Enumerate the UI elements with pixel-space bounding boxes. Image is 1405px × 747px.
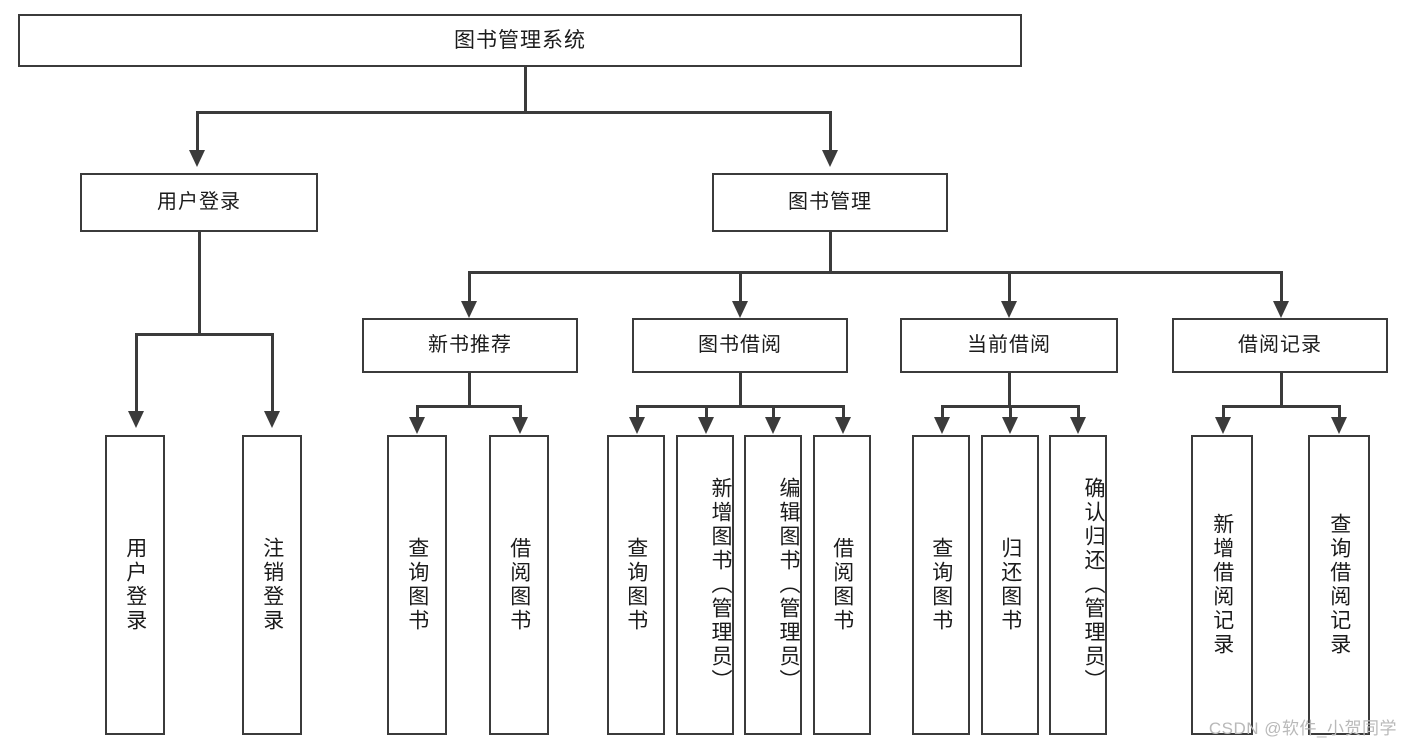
arrow-user-login-child-2 bbox=[264, 411, 280, 428]
node-leaf-logout-login[interactable]: 注销登录 bbox=[242, 435, 302, 735]
arrow-user-login-child-1 bbox=[128, 411, 144, 428]
connector-nbr-child-1 bbox=[416, 405, 419, 418]
connector-br-child-2 bbox=[1338, 405, 1341, 418]
connector-root-stem bbox=[524, 67, 527, 111]
node-leaf-return-book[interactable]: 归还图书 bbox=[981, 435, 1039, 735]
connector-user-login-bus bbox=[135, 333, 274, 336]
node-leaf-query-book-2[interactable]: 查询图书 bbox=[607, 435, 665, 735]
node-leaf-confirm-return[interactable]: 确认归还（管理员） bbox=[1049, 435, 1107, 735]
arrow-nbr-child-1 bbox=[409, 417, 425, 434]
arrow-bb-child-2 bbox=[698, 417, 714, 434]
node-book-borrow[interactable]: 图书借阅 bbox=[632, 318, 848, 373]
arrow-root-to-user-login bbox=[189, 150, 205, 167]
arrow-bb-child-3 bbox=[765, 417, 781, 434]
connector-new-book-recommend-bus bbox=[416, 405, 522, 408]
arrow-book-manage-child-4 bbox=[1273, 301, 1289, 318]
node-user-login-label: 用户登录 bbox=[157, 191, 241, 214]
node-leaf-confirm-return-label: 确认归还（管理员） bbox=[1082, 477, 1105, 693]
node-leaf-query-book-1[interactable]: 查询图书 bbox=[387, 435, 447, 735]
node-new-book-recommend-label: 新书推荐 bbox=[428, 334, 512, 357]
node-leaf-add-record-label: 新增借阅记录 bbox=[1210, 513, 1234, 657]
connector-user-login-child-2 bbox=[271, 333, 274, 412]
connector-book-manage-child-4 bbox=[1280, 271, 1283, 302]
node-leaf-add-book[interactable]: 新增图书（管理员） bbox=[676, 435, 734, 735]
node-leaf-borrow-book-1-label: 借阅图书 bbox=[507, 537, 531, 633]
node-leaf-query-book-2-label: 查询图书 bbox=[624, 537, 648, 633]
node-leaf-user-login-label: 用户登录 bbox=[123, 537, 147, 633]
arrow-cb-child-2 bbox=[1002, 417, 1018, 434]
connector-book-manage-child-3 bbox=[1008, 271, 1011, 302]
node-book-borrow-label: 图书借阅 bbox=[698, 334, 782, 357]
connector-book-manage-bus bbox=[468, 271, 1283, 274]
node-leaf-query-record-label: 查询借阅记录 bbox=[1327, 513, 1351, 657]
arrow-br-child-2 bbox=[1331, 417, 1347, 434]
connector-book-borrow-bus bbox=[636, 405, 845, 408]
node-leaf-return-book-label: 归还图书 bbox=[998, 537, 1022, 633]
connector-cb-child-1 bbox=[941, 405, 944, 418]
node-leaf-query-record[interactable]: 查询借阅记录 bbox=[1308, 435, 1370, 735]
arrow-nbr-child-2 bbox=[512, 417, 528, 434]
arrow-cb-child-3 bbox=[1070, 417, 1086, 434]
connector-bb-child-1 bbox=[636, 405, 639, 418]
node-new-book-recommend[interactable]: 新书推荐 bbox=[362, 318, 578, 373]
arrow-book-manage-child-2 bbox=[732, 301, 748, 318]
connector-bb-child-4 bbox=[842, 405, 845, 418]
connector-root-to-user-login bbox=[196, 111, 199, 151]
node-leaf-query-book-3[interactable]: 查询图书 bbox=[912, 435, 970, 735]
node-leaf-add-record[interactable]: 新增借阅记录 bbox=[1191, 435, 1253, 735]
arrow-book-manage-child-1 bbox=[461, 301, 477, 318]
node-leaf-borrow-book-1[interactable]: 借阅图书 bbox=[489, 435, 549, 735]
node-leaf-borrow-book-2[interactable]: 借阅图书 bbox=[813, 435, 871, 735]
node-book-manage-label: 图书管理 bbox=[788, 191, 872, 214]
node-leaf-query-book-1-label: 查询图书 bbox=[405, 537, 429, 633]
node-borrow-record[interactable]: 借阅记录 bbox=[1172, 318, 1388, 373]
connector-nbr-child-2 bbox=[519, 405, 522, 418]
connector-book-manage-child-2 bbox=[739, 271, 742, 302]
connector-borrow-record-bus bbox=[1222, 405, 1341, 408]
connector-book-borrow-stem bbox=[739, 373, 742, 406]
connector-cb-child-2 bbox=[1009, 405, 1012, 418]
connector-cb-child-3 bbox=[1077, 405, 1080, 418]
arrow-book-manage-child-3 bbox=[1001, 301, 1017, 318]
connector-book-manage-child-1 bbox=[468, 271, 471, 302]
connector-current-borrow-stem bbox=[1008, 373, 1011, 406]
node-borrow-record-label: 借阅记录 bbox=[1238, 334, 1322, 357]
node-current-borrow[interactable]: 当前借阅 bbox=[900, 318, 1118, 373]
connector-bb-child-2 bbox=[705, 405, 708, 418]
node-leaf-borrow-book-2-label: 借阅图书 bbox=[830, 537, 854, 633]
connector-book-manage-stem bbox=[829, 232, 832, 273]
node-leaf-edit-book-label: 编辑图书（管理员） bbox=[777, 477, 800, 693]
node-leaf-add-book-label: 新增图书（管理员） bbox=[709, 477, 732, 693]
arrow-br-child-1 bbox=[1215, 417, 1231, 434]
connector-borrow-record-stem bbox=[1280, 373, 1283, 406]
connector-br-child-1 bbox=[1222, 405, 1225, 418]
arrow-bb-child-4 bbox=[835, 417, 851, 434]
node-user-login[interactable]: 用户登录 bbox=[80, 173, 318, 232]
connector-user-login-child-1 bbox=[135, 333, 138, 412]
connector-root-to-book-manage bbox=[829, 111, 832, 151]
arrow-cb-child-1 bbox=[934, 417, 950, 434]
node-book-manage[interactable]: 图书管理 bbox=[712, 173, 948, 232]
connector-bb-child-3 bbox=[772, 405, 775, 418]
node-current-borrow-label: 当前借阅 bbox=[967, 334, 1051, 357]
node-leaf-query-book-3-label: 查询图书 bbox=[929, 537, 953, 633]
arrow-bb-child-1 bbox=[629, 417, 645, 434]
node-root-label: 图书管理系统 bbox=[454, 28, 586, 52]
connector-new-book-recommend-stem bbox=[468, 373, 471, 406]
node-leaf-edit-book[interactable]: 编辑图书（管理员） bbox=[744, 435, 802, 735]
node-root[interactable]: 图书管理系统 bbox=[18, 14, 1022, 67]
node-leaf-user-login[interactable]: 用户登录 bbox=[105, 435, 165, 735]
node-leaf-logout-login-label: 注销登录 bbox=[260, 537, 284, 633]
connector-root-bus bbox=[196, 111, 832, 114]
arrow-root-to-book-manage bbox=[822, 150, 838, 167]
connector-user-login-stem bbox=[198, 232, 201, 333]
